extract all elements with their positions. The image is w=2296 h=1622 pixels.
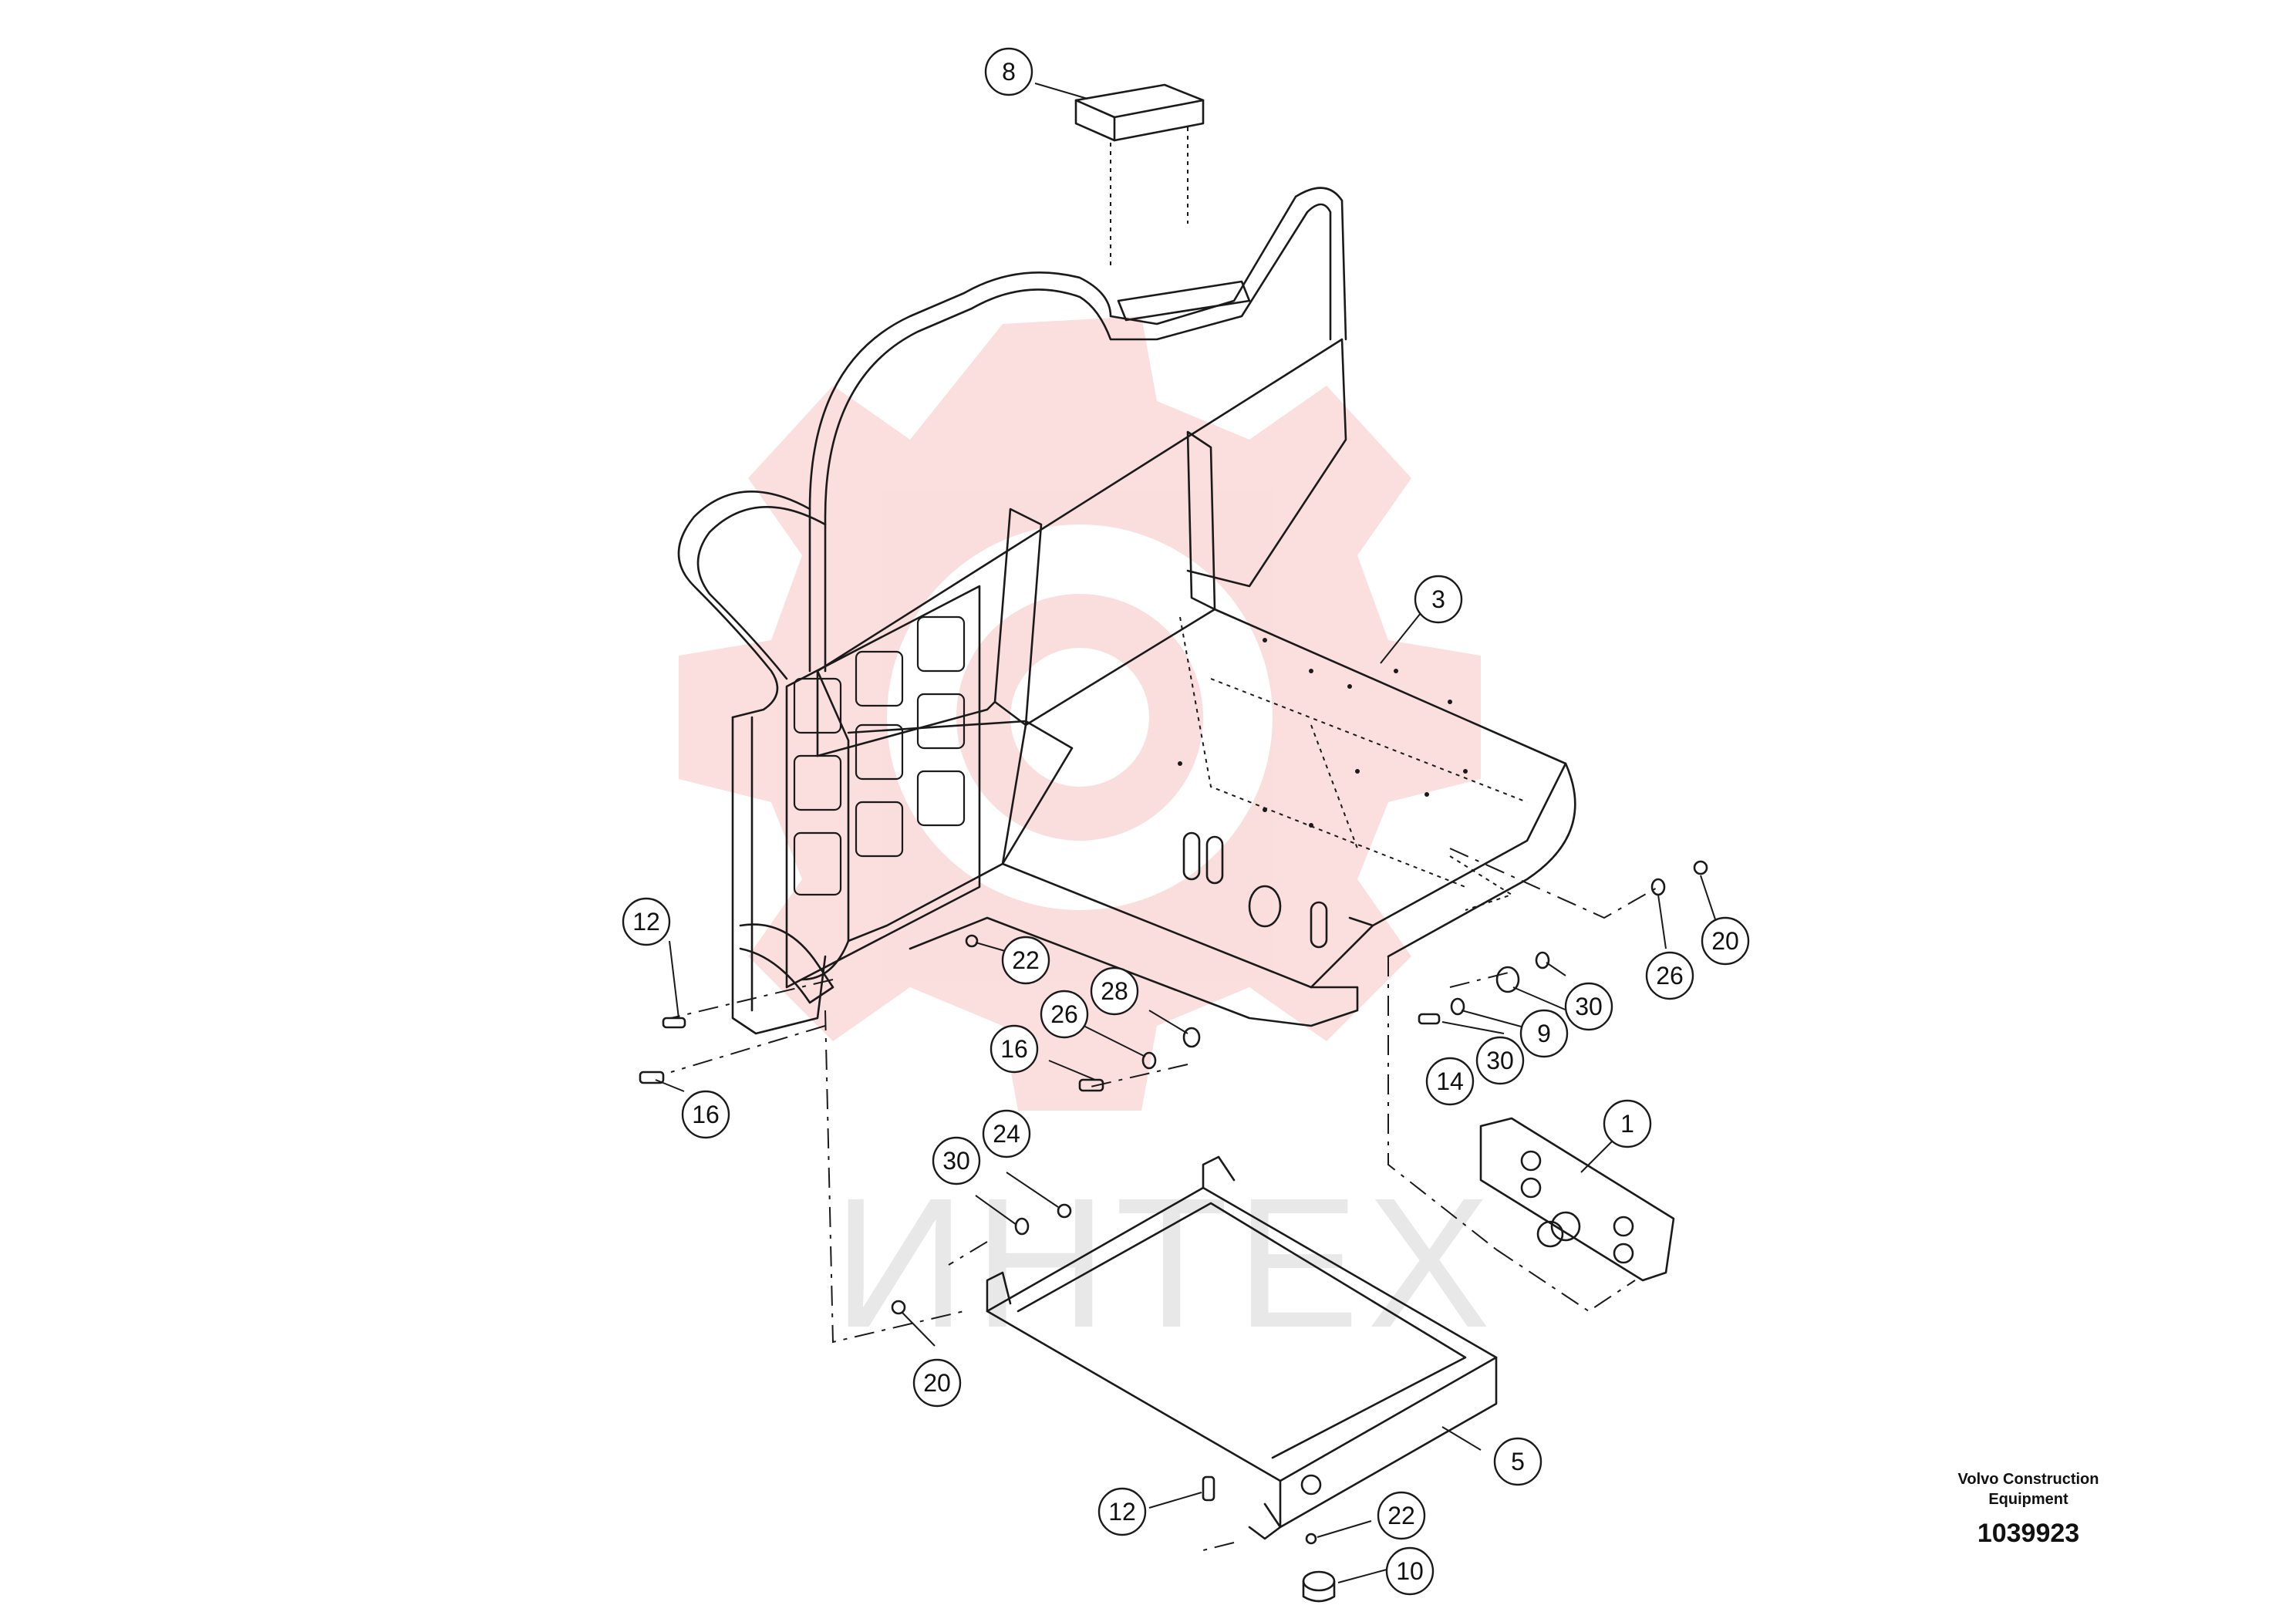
callout-10: 10 <box>1385 1546 1435 1596</box>
callout-16-center: 16 <box>990 1024 1039 1074</box>
title-block: Volvo Construction Equipment 1039923 <box>1936 1469 2121 1549</box>
bolt-12-upper <box>662 1017 686 1029</box>
svg-text:16: 16 <box>692 1101 720 1128</box>
part-5-lower-tray <box>986 1155 1498 1540</box>
callout-22-upper: 22 <box>1001 936 1050 985</box>
svg-text:12: 12 <box>632 908 660 936</box>
hardware-fasteners <box>639 860 1708 1603</box>
svg-text:8: 8 <box>1002 58 1016 86</box>
drawing-number: 1039923 <box>1977 1519 2080 1548</box>
svg-text:12: 12 <box>1108 1498 1136 1526</box>
callout-30-right-b: 30 <box>1564 982 1613 1031</box>
callout-5: 5 <box>1493 1437 1542 1486</box>
svg-text:22: 22 <box>1387 1502 1415 1529</box>
nut-20-left <box>891 1300 906 1315</box>
callout-3: 3 <box>1414 575 1463 624</box>
cap-10 <box>1302 1570 1336 1592</box>
washer-26-center <box>1141 1051 1157 1070</box>
grid-window-panel <box>785 585 981 989</box>
washer-30-b <box>1535 951 1550 969</box>
callout-22-lower: 22 <box>1377 1491 1426 1540</box>
callout-24: 24 <box>982 1109 1031 1158</box>
nut-22-upper <box>965 934 979 948</box>
bolt-12-lower <box>1202 1475 1215 1502</box>
washer-26-right <box>1650 878 1666 896</box>
svg-text:20: 20 <box>923 1369 951 1397</box>
nut-20-right <box>1693 860 1708 875</box>
svg-text:26: 26 <box>1656 962 1684 990</box>
svg-text:30: 30 <box>1486 1047 1514 1074</box>
callout-26-center: 26 <box>1040 990 1089 1039</box>
svg-text:5: 5 <box>1511 1448 1525 1475</box>
washer-30-lower <box>1014 1217 1030 1236</box>
watermark-text: ИНТЕХ <box>833 1159 1499 1366</box>
svg-text:10: 10 <box>1396 1557 1424 1585</box>
callout-8: 8 <box>984 47 1033 96</box>
callout-12-lower: 12 <box>1097 1487 1147 1536</box>
part-3-platform-tray <box>816 338 1576 1027</box>
handrail-frame <box>677 187 1347 1035</box>
watermark-gear-logo <box>679 316 1481 1111</box>
bolt-16-center <box>1078 1078 1104 1092</box>
svg-text:16: 16 <box>1000 1035 1028 1063</box>
company-name: Volvo Construction Equipment <box>1957 1471 2099 1508</box>
part-1-bracket-plate <box>1479 1117 1675 1282</box>
svg-text:9: 9 <box>1537 1020 1551 1047</box>
part-8-pad <box>1074 83 1205 270</box>
callout-30-lower: 30 <box>932 1136 981 1185</box>
svg-text:1: 1 <box>1620 1110 1634 1138</box>
spacer-9 <box>1495 966 1520 993</box>
bolt-16-left <box>639 1071 665 1084</box>
callout-30-right-a: 30 <box>1475 1036 1525 1085</box>
svg-text:24: 24 <box>993 1120 1020 1148</box>
callout-26-right: 26 <box>1645 951 1694 1000</box>
callout-20-right: 20 <box>1701 916 1750 966</box>
svg-text:30: 30 <box>1575 993 1603 1020</box>
nut-24 <box>1057 1203 1072 1219</box>
svg-text:14: 14 <box>1436 1067 1464 1095</box>
callout-1: 1 <box>1603 1099 1652 1148</box>
svg-text:26: 26 <box>1050 1000 1078 1028</box>
callout-20-left: 20 <box>912 1358 962 1408</box>
bolt-14 <box>1418 1013 1441 1025</box>
svg-text:3: 3 <box>1431 585 1445 613</box>
svg-text:28: 28 <box>1101 977 1128 1005</box>
washer-28-center <box>1182 1027 1201 1048</box>
callout-9: 9 <box>1519 1009 1569 1058</box>
svg-text:30: 30 <box>942 1147 970 1175</box>
nut-22-lower <box>1305 1533 1317 1545</box>
callout-14: 14 <box>1425 1057 1475 1106</box>
svg-text:20: 20 <box>1711 927 1739 955</box>
callout-16-left: 16 <box>681 1090 730 1139</box>
washer-30-a <box>1450 997 1465 1016</box>
callout-12-upper: 12 <box>622 897 671 946</box>
svg-text:22: 22 <box>1012 946 1040 974</box>
assembly-leader-lines <box>670 848 1659 1551</box>
callout-28: 28 <box>1090 966 1139 1016</box>
